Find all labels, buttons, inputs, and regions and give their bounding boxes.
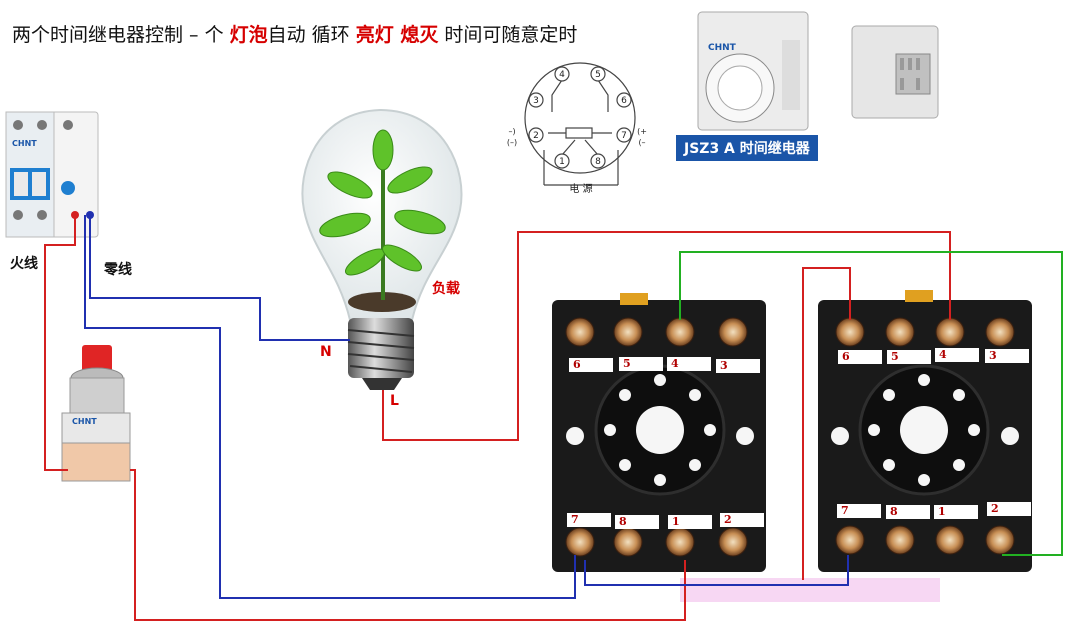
- pinout-pin-6: 6: [621, 96, 627, 106]
- pinout-pin-5: 5: [595, 70, 601, 80]
- pinout-pin-7: 7: [621, 131, 627, 141]
- pinout-plus-right: (+: [637, 127, 647, 136]
- relay1-top-pin-5: 5: [619, 357, 663, 371]
- relay-photo-back: [851, 25, 939, 119]
- wire-live-switch-relay1: [130, 469, 686, 621]
- pinout-pin-1: 1: [559, 157, 565, 167]
- title-part-3: 时间可随意定时: [438, 24, 578, 46]
- wire-relay1-pin4-relay2-pin2: [679, 251, 1063, 556]
- wire-relay2-pin6-relay1: [802, 267, 851, 580]
- relay1-top-pin-6: 6: [569, 358, 613, 372]
- relay2-bottom-pin-7: 7: [837, 504, 881, 518]
- relay-model-badge: JSZ3 A 时间继电器: [676, 135, 818, 161]
- wire-load-relay2: [382, 231, 951, 441]
- pinout-pin-8: 8: [595, 157, 601, 167]
- light-bulb: [301, 108, 463, 390]
- relay2-bottom-pin-1: 1: [934, 505, 978, 519]
- pinout-minus-left: –): [508, 127, 515, 136]
- l-terminal-label: L: [390, 393, 399, 409]
- title-part-2: 自动 循环: [267, 24, 356, 46]
- title-highlight-bulb: 灯泡: [229, 24, 268, 46]
- pinout-diagram: [524, 62, 636, 186]
- title-highlight-on-off: 亮灯 熄灭: [355, 24, 439, 46]
- pinout-pin-2: 2: [533, 131, 539, 141]
- pinout-minus-left-2: (–): [507, 138, 517, 147]
- page-title: 两个时间继电器控制 – 个 灯泡自动 循环 亮灯 熄灭 时间可随意定时: [12, 20, 577, 47]
- highlight-band: [680, 578, 940, 602]
- neutral-wire-label: 零线: [104, 262, 132, 278]
- relay1-bottom-pin-1: 1: [668, 515, 712, 529]
- title-part-1: 两个时间继电器控制 – 个: [12, 24, 230, 46]
- switch-brand: CHNT: [72, 417, 97, 426]
- live-wire-label: 火线: [10, 256, 38, 272]
- relay2-top-pin-4: 4: [935, 348, 979, 362]
- wire-neutral-relay1-relay2: [584, 555, 849, 586]
- wires: [44, 215, 1063, 621]
- relay2-bottom-pin-8: 8: [886, 505, 930, 519]
- pinout-minus-right: (–: [638, 138, 645, 147]
- wire-neutral-breaker-relay: [84, 215, 576, 599]
- pinout-pins: [528, 66, 632, 169]
- relay1-bottom-pin-7: 7: [567, 513, 611, 527]
- relay1-bottom-pin-8: 8: [615, 515, 659, 529]
- relay2-top-pin-3: 3: [985, 349, 1029, 363]
- load-label: 负载: [432, 281, 460, 297]
- relay2-bottom-pin-2: 2: [987, 502, 1031, 516]
- breaker-brand: CHNT: [12, 139, 37, 148]
- relay-base-1: [552, 293, 766, 572]
- relay-photo-front: CHNT: [697, 11, 809, 131]
- selector-switch: CHNT: [61, 345, 131, 482]
- pinout-pin-3: 3: [533, 96, 539, 106]
- wire-neutral-breaker-load: [89, 215, 350, 341]
- relay2-top-pin-5: 5: [887, 350, 931, 364]
- relay1-top-pin-3: 3: [716, 359, 760, 373]
- wire-live-breaker-switch: [44, 215, 76, 471]
- pinout-power-label: 电 源: [569, 182, 592, 195]
- relay2-top-pin-6: 6: [838, 350, 882, 364]
- relay-photo-brand: CHNT: [708, 43, 737, 53]
- n-terminal-label: N: [320, 344, 332, 360]
- relay1-top-pin-4: 4: [667, 357, 711, 371]
- circuit-breaker: CHNT: [5, 111, 99, 238]
- relay1-bottom-pin-2: 2: [720, 513, 764, 527]
- pinout-pin-4: 4: [559, 70, 565, 80]
- relay-base-2: [818, 290, 1032, 572]
